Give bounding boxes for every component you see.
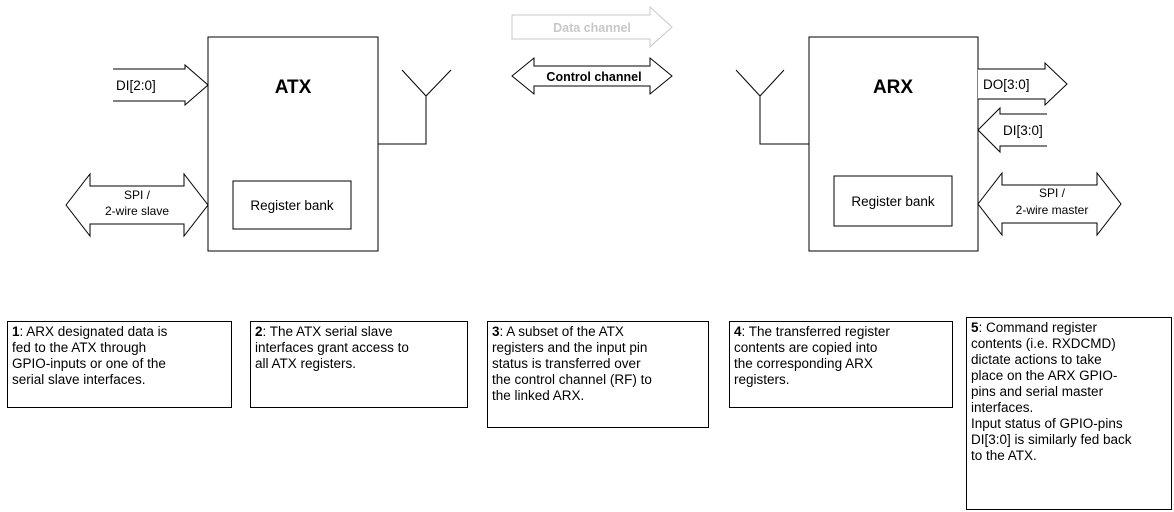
- arx-do-output-label: DO[3:0]: [983, 77, 1030, 92]
- note-2-line-2: interfaces grant access to: [255, 340, 409, 355]
- note-2-number: 2: [255, 324, 263, 339]
- note-2: 2: The ATX serial slave interfaces grant…: [250, 321, 468, 408]
- note-2-line-1: : The ATX serial slave: [262, 324, 393, 339]
- atx-serial-slave-arrow: [65, 172, 209, 238]
- note-3-line-2: registers and the input pin: [492, 340, 648, 355]
- note-5-line-6: interfaces.: [971, 400, 1034, 415]
- atx-register-bank-label: Register bank: [250, 198, 334, 213]
- atx-serial-label-2: 2-wire slave: [105, 204, 169, 218]
- note-4-number: 4: [734, 324, 742, 339]
- data-channel-arrow: [511, 5, 673, 49]
- atx-antenna-icon: [378, 69, 452, 145]
- note-4-line-3: the corresponding ARX: [734, 356, 873, 371]
- note-4: 4: The transferred register contents are…: [729, 321, 953, 408]
- atx-serial-label-1: SPI /: [124, 188, 151, 202]
- note-3-line-5: the linked ARX.: [492, 388, 585, 403]
- note-5: 5: Command register contents (i.e. RXDCM…: [966, 317, 1172, 510]
- note-4-line-4: registers.: [734, 372, 790, 387]
- note-5-line-5: pins and serial master: [971, 384, 1104, 399]
- data-channel-label: Data channel: [553, 21, 631, 35]
- note-5-line-3: dictate actions to take: [971, 352, 1102, 367]
- note-5-line-7: Input status of GPIO-pins: [971, 416, 1123, 431]
- note-3-line-3: status is transferred over: [492, 356, 641, 371]
- arx-do-output-arrow: [978, 61, 1068, 107]
- atx-di-input-label: DI[2:0]: [116, 78, 156, 93]
- note-5-line-9: to the ATX.: [971, 448, 1037, 463]
- arx-serial-master-arrow: [977, 171, 1122, 237]
- note-3-line-1: : A subset of the ATX: [499, 324, 624, 339]
- note-5-line-4: place on the ARX GPIO-: [971, 368, 1118, 383]
- note-5-line-2: contents (i.e. RXDCMD): [971, 336, 1116, 351]
- arx-di-input-arrow: [977, 106, 1047, 154]
- note-3-number: 3: [492, 324, 500, 339]
- note-4-line-2: contents are copied into: [734, 340, 878, 355]
- note-1-line-4: serial slave interfaces.: [12, 372, 146, 387]
- atx-register-bank: [232, 180, 352, 230]
- note-5-number: 5: [971, 320, 979, 335]
- arx-di-input-label: DI[3:0]: [1003, 123, 1043, 138]
- arx-antenna-icon: [735, 69, 809, 145]
- note-1-line-1: : ARX designated data is: [19, 324, 168, 339]
- note-3-line-4: the control channel (RF) to: [492, 372, 652, 387]
- note-1-line-3: GPIO-inputs or one of the: [12, 356, 166, 371]
- note-4-line-1: : The transferred register: [741, 324, 890, 339]
- note-1-line-2: fed to the ATX through: [12, 340, 147, 355]
- note-1: 1: ARX designated data is fed to the ATX…: [7, 321, 232, 408]
- arx-serial-label-1: SPI /: [1039, 186, 1066, 200]
- arx-register-bank: [833, 175, 953, 227]
- atx-di-input-arrow: [113, 63, 209, 107]
- arx-title: ARX: [873, 77, 913, 98]
- arx-register-bank-label: Register bank: [851, 194, 935, 209]
- note-2-line-3: all ATX registers.: [255, 356, 357, 371]
- note-5-line-1: : Command register: [978, 320, 1098, 335]
- note-5-line-8: DI[3:0] is similarly fed back: [971, 432, 1132, 447]
- arx-serial-label-2: 2-wire master: [1016, 203, 1089, 217]
- control-channel-label: Control channel: [546, 70, 641, 84]
- control-channel-arrow: [511, 56, 673, 96]
- note-3: 3: A subset of the ATX registers and the…: [487, 321, 709, 428]
- atx-title: ATX: [275, 77, 312, 98]
- note-1-number: 1: [12, 324, 20, 339]
